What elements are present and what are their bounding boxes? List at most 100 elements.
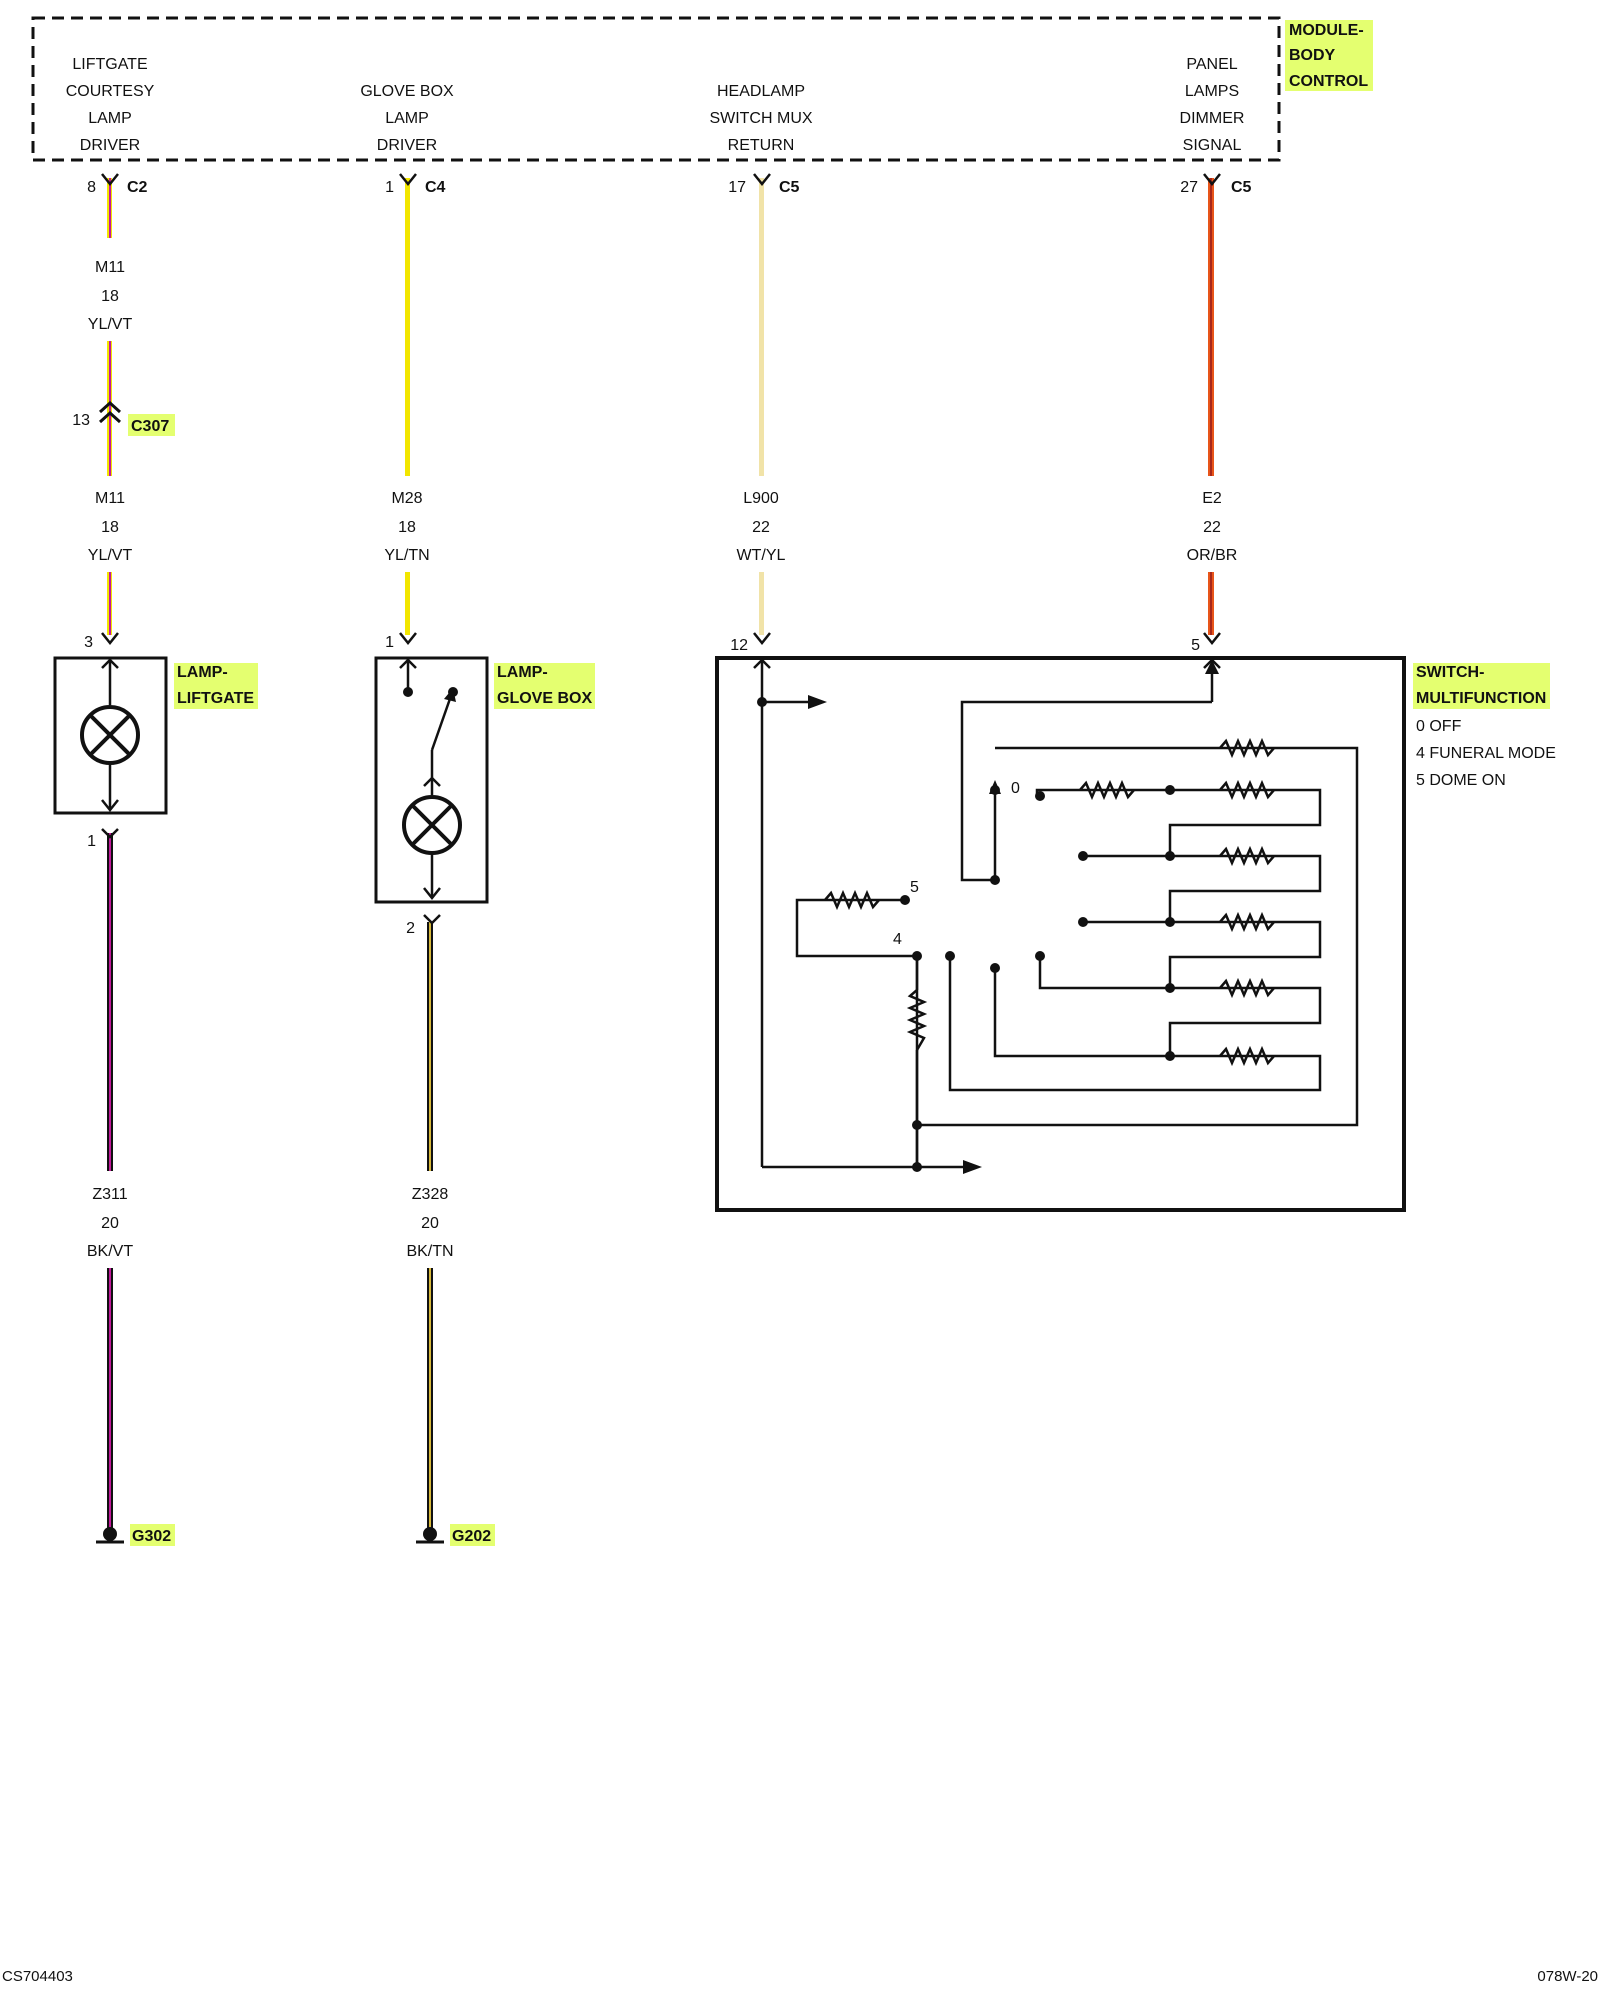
resistor-icon: [824, 889, 880, 911]
pin-label-panel-3: DIMMER: [1180, 110, 1245, 127]
ground-g202: G202: [416, 1524, 495, 1546]
ground-g302-label: G302: [132, 1528, 171, 1545]
lamp-glovebox-pin-bottom: 2: [406, 920, 415, 937]
wire-label-e2-circuit: E2: [1202, 490, 1222, 507]
connector-name: C5: [779, 179, 800, 196]
lamp-glovebox-name-2: GLOVE BOX: [497, 690, 592, 707]
pin-label-panel-1: PANEL: [1186, 56, 1237, 73]
resistor-icon: [1219, 845, 1275, 867]
pin-number: 27: [1180, 179, 1198, 196]
wire-label-l900-circuit: L900: [743, 490, 779, 507]
lamp-glovebox-name-1: LAMP-: [497, 664, 548, 681]
lamp-glovebox: 1 2 LAMP- GLOVE BOX: [374, 632, 595, 937]
wire-label-m28-color: YL/TN: [384, 547, 429, 564]
ground-g302: G302: [96, 1524, 175, 1546]
wire-label-z311-color: BK/VT: [87, 1243, 133, 1260]
connector-name: C5: [1231, 179, 1252, 196]
switch-name-1: SWITCH-: [1416, 664, 1484, 681]
pin-label-liftgate-1: LIFTGATE: [72, 56, 147, 73]
wire-m28: [405, 178, 410, 635]
lamp-liftgate-pin-top: 3: [84, 634, 93, 651]
resistor-icon: [1219, 977, 1275, 999]
connector-name: C2: [127, 179, 148, 196]
pin-label-liftgate-2: COURTESY: [66, 83, 155, 100]
resistor-icon: [906, 989, 928, 1051]
wire-label-l900-color: WT/YL: [737, 547, 786, 564]
resistor-icon: [1219, 1045, 1275, 1067]
module-name-line1: MODULE-: [1289, 22, 1364, 39]
wire-label-z328-gauge: 20: [421, 1215, 439, 1232]
lamp-liftgate: 3 1 LAMP- LIFTGATE: [53, 632, 258, 850]
wire-label-e2-color: OR/BR: [1187, 547, 1238, 564]
switch-position-5: 5: [910, 879, 919, 896]
switch-pin-left: 12: [730, 637, 748, 654]
wire-label-m11-upper-gauge: 18: [101, 288, 119, 305]
inline-connector-c307: 13 C307: [72, 400, 175, 436]
module-body-control-box: [31, 16, 1281, 162]
module-name-line3: CONTROL: [1289, 73, 1368, 90]
connector-symbols-top: [101, 173, 1221, 187]
switch-legend-off: 0 OFF: [1416, 718, 1462, 735]
lamp-liftgate-name-1: LAMP-: [177, 664, 228, 681]
lamp-liftgate-name-2: LIFTGATE: [177, 690, 254, 707]
wire-label-m11-lower-color: YL/VT: [88, 547, 133, 564]
footer-right-code: 078W-20: [1537, 1968, 1598, 1985]
wire-z311: [107, 833, 113, 1533]
switch-legend-dome: 5 DOME ON: [1416, 772, 1506, 789]
ground-g202-label: G202: [452, 1528, 491, 1545]
switch-position-4: 4: [893, 931, 902, 948]
pin-label-headlamp-1: HEADLAMP: [717, 83, 805, 100]
pin-label-liftgate-4: DRIVER: [80, 137, 140, 154]
resistor-icon: [1079, 779, 1135, 801]
switch-multifunction: 12 5: [715, 632, 1556, 1212]
switch-pin-right: 5: [1191, 637, 1200, 654]
wire-l900: [759, 178, 764, 635]
wire-m11-lower: [107, 572, 112, 635]
wire-label-m28-circuit: M28: [391, 490, 422, 507]
pin-label-headlamp-3: RETURN: [728, 137, 795, 154]
pin-label-glovebox-2: LAMP: [385, 110, 429, 127]
wire-e2: [1208, 178, 1214, 635]
pin-label-liftgate-3: LAMP: [88, 110, 132, 127]
wire-z328: [427, 922, 433, 1533]
switch-position-0: 0: [1011, 780, 1020, 797]
wire-label-z311-gauge: 20: [101, 1215, 119, 1232]
resistor-icon: [1219, 779, 1275, 801]
pin-number: 17: [728, 179, 746, 196]
module-connector-pins: 8 C2 1 C4 17 C5 27 C5: [87, 179, 1251, 196]
ground-icon: [103, 1527, 117, 1541]
door-switch-arm: [430, 692, 454, 751]
pin-label-glovebox-3: DRIVER: [377, 137, 437, 154]
c307-name: C307: [131, 418, 169, 435]
pin-label-panel-4: SIGNAL: [1183, 137, 1242, 154]
switch-legend-funeral: 4 FUNERAL MODE: [1416, 745, 1556, 762]
wire-m11-upper: [107, 178, 112, 476]
resistor-icon: [1219, 737, 1275, 759]
wire-label-l900-gauge: 22: [752, 519, 770, 536]
wire-label-z311-circuit: Z311: [92, 1186, 127, 1203]
ground-icon: [423, 1527, 437, 1541]
wire-label-m11-lower-circuit: M11: [95, 490, 125, 507]
lamp-liftgate-pin-bottom: 1: [87, 833, 96, 850]
arrow-heads: [808, 660, 1219, 1174]
pin-number: 8: [87, 179, 96, 196]
module-name-line2: BODY: [1289, 47, 1336, 64]
footer-left-code: CS704403: [2, 1968, 73, 1985]
module-label-highlight: [1285, 20, 1373, 91]
wire-label-m11-lower-gauge: 18: [101, 519, 119, 536]
wire-label-z328-color: BK/TN: [406, 1243, 453, 1260]
resistor-icon: [1219, 911, 1275, 933]
pin-label-glovebox-1: GLOVE BOX: [360, 83, 454, 100]
pin-label-headlamp-2: SWITCH MUX: [709, 110, 812, 127]
wire-label-m11-upper-color: YL/VT: [88, 316, 133, 333]
c307-pin-number: 13: [72, 412, 90, 429]
pin-label-panel-2: LAMPS: [1185, 83, 1239, 100]
wire-label-z328-circuit: Z328: [412, 1186, 449, 1203]
switch-multifunction-box: [715, 656, 1406, 1212]
lamp-liftgate-box: [53, 656, 168, 815]
wire-label-e2-gauge: 22: [1203, 519, 1221, 536]
switch-name-2: MULTIFUNCTION: [1416, 690, 1546, 707]
connector-name: C4: [425, 179, 446, 196]
junction-dots: [757, 697, 1175, 1172]
